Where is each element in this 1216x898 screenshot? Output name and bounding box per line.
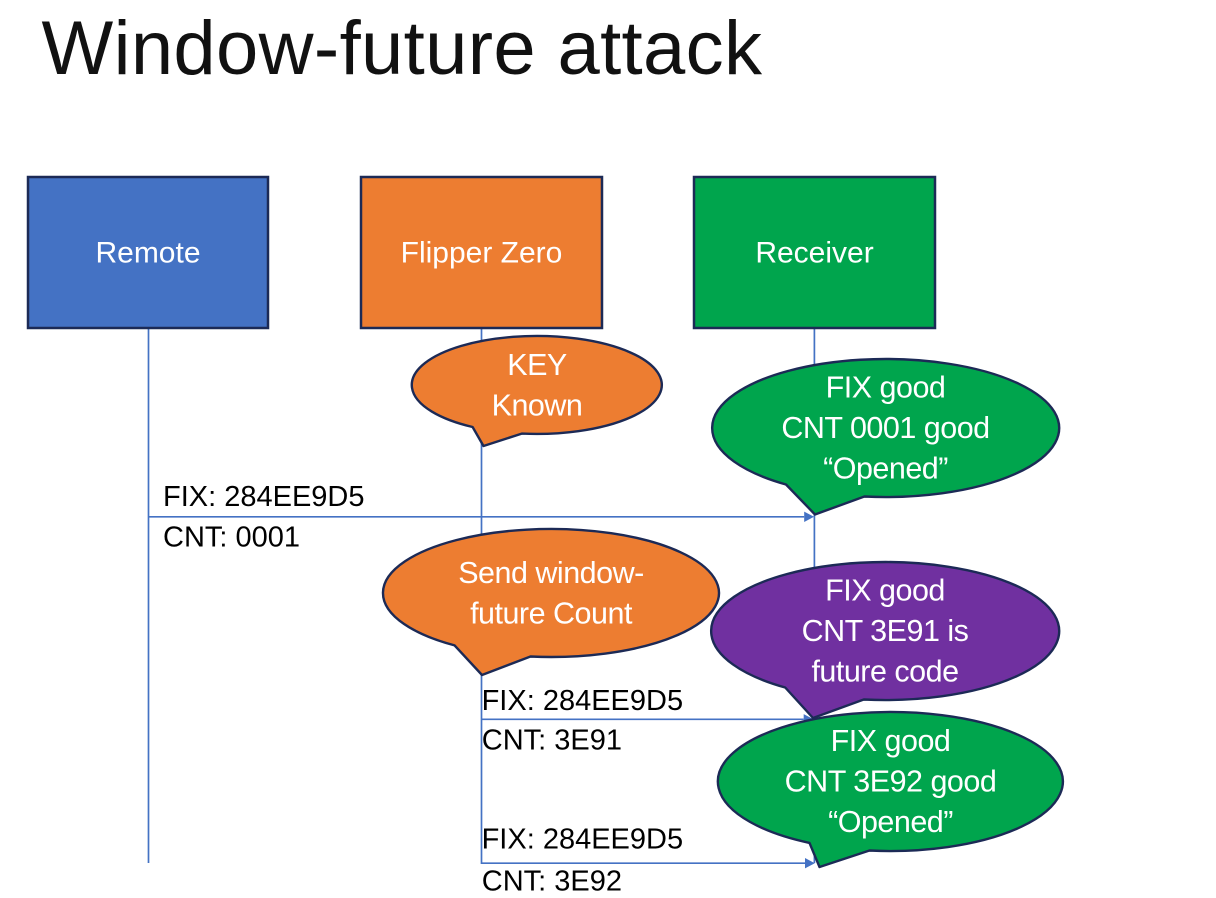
svg-text:CNT 0001 good: CNT 0001 good <box>781 411 989 445</box>
svg-text:FIX: 284EE9D5: FIX: 284EE9D5 <box>163 481 365 513</box>
svg-text:CNT 3E91 is: CNT 3E91 is <box>802 614 969 648</box>
svg-text:FIX good: FIX good <box>825 574 945 608</box>
svg-text:Window-future attack: Window-future attack <box>42 6 763 91</box>
svg-text:future code: future code <box>811 655 958 689</box>
svg-text:Known: Known <box>492 388 583 422</box>
svg-text:Send window-: Send window- <box>458 556 644 590</box>
svg-text:FIX good: FIX good <box>826 371 946 405</box>
svg-text:“Opened”: “Opened” <box>823 452 948 486</box>
svg-text:FIX: 284EE9D5: FIX: 284EE9D5 <box>482 685 683 717</box>
svg-text:future Count: future Count <box>470 596 633 630</box>
svg-text:“Opened”: “Opened” <box>828 805 953 839</box>
svg-text:FIX good: FIX good <box>831 724 951 758</box>
svg-text:Flipper Zero: Flipper Zero <box>401 237 563 270</box>
svg-text:Receiver: Receiver <box>755 237 873 270</box>
svg-text:KEY: KEY <box>507 348 567 382</box>
svg-text:Remote: Remote <box>95 237 200 270</box>
svg-text:CNT: 3E92: CNT: 3E92 <box>482 866 622 898</box>
svg-text:CNT 3E92 good: CNT 3E92 good <box>785 765 997 799</box>
svg-text:CNT: 3E91: CNT: 3E91 <box>482 725 622 757</box>
svg-text:CNT: 0001: CNT: 0001 <box>163 522 300 554</box>
svg-text:FIX: 284EE9D5: FIX: 284EE9D5 <box>482 824 683 856</box>
